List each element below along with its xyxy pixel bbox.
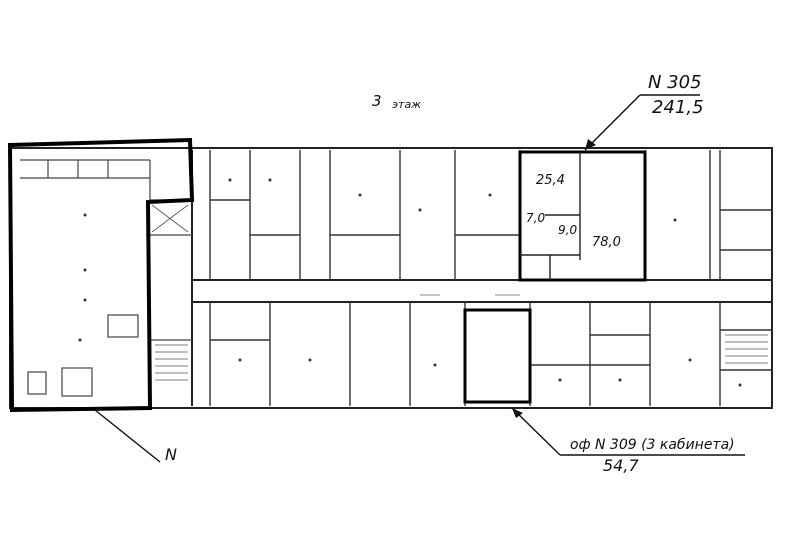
office-309-area: 54,7 <box>603 456 639 475</box>
office-305-partitions <box>520 152 581 280</box>
stairs <box>151 204 768 381</box>
floor-label: этаж <box>392 98 421 111</box>
leader-lines <box>94 94 745 463</box>
room-305-area-a: 25,4 <box>536 173 565 188</box>
office-309-highlight <box>463 308 532 404</box>
floor-number: 3 <box>372 92 382 110</box>
room-305-area-c: 9,0 <box>558 223 577 237</box>
office-305-highlight <box>518 150 647 282</box>
building-outline <box>9 147 773 409</box>
arrow-309 <box>512 408 523 418</box>
left-block-highlight <box>7 137 195 413</box>
room-305-area-d: 78,0 <box>592 235 621 250</box>
office-305-area: 241,5 <box>652 97 704 118</box>
left-block-walls <box>20 159 192 397</box>
room-305-area-b: 7,0 <box>526 211 545 225</box>
arrow-305 <box>585 139 596 150</box>
left-block-marker: N <box>165 445 177 464</box>
interior-walls-bottom <box>209 302 772 406</box>
room-marks <box>78 178 742 387</box>
office-309-label: оф N 309 (3 кабинета) <box>570 437 735 453</box>
interior-walls-top <box>209 150 772 280</box>
office-305-number: N 305 <box>648 72 702 93</box>
